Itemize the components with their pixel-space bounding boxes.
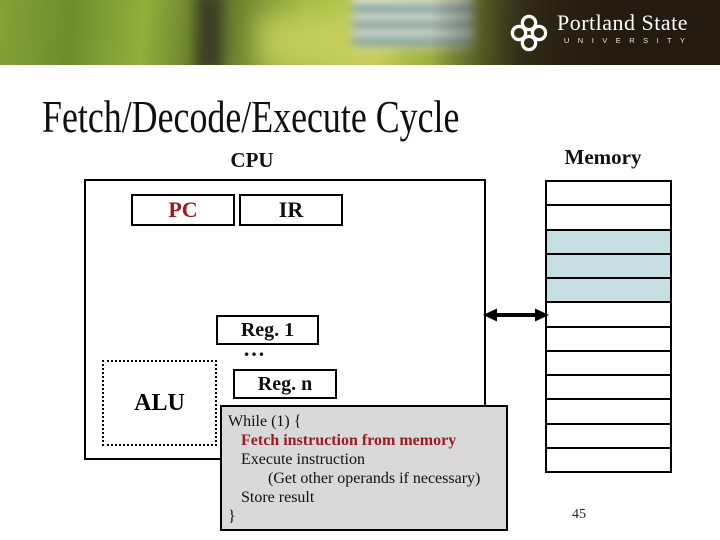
code-line: (Get other operands if necessary): [268, 470, 481, 487]
logo-text: Portland State U N I V E R S I T Y: [557, 10, 689, 46]
code-line-emphasized: Fetch instruction from memory: [241, 432, 457, 449]
pc-register-box: PC: [131, 194, 235, 226]
memory-cell: [547, 376, 670, 401]
code-line: Execute instruction: [241, 451, 365, 468]
memory-cell: [547, 328, 670, 352]
memory-cell: [547, 182, 670, 207]
memory-cell-highlighted: [547, 254, 670, 279]
memory-label: Memory: [564, 145, 642, 169]
header-banner: Portland State U N I V E R S I T Y: [0, 0, 720, 65]
memory-box: [545, 180, 672, 473]
logo-subtitle: U N I V E R S I T Y: [563, 36, 689, 45]
memory-cell: [547, 425, 670, 449]
page-number: 45: [572, 507, 586, 522]
memory-cell-highlighted: [547, 230, 670, 255]
code-line: }: [228, 508, 236, 525]
memory-cell: [547, 303, 670, 328]
alu-box: ALU: [102, 360, 217, 446]
memory-cell: [547, 400, 670, 425]
tree-trunk-blur: [196, 0, 222, 65]
slide-title: Fetch/Decode/Execute Cycle: [42, 91, 460, 142]
memory-cell: [547, 206, 670, 231]
cpu-label: CPU: [230, 148, 274, 172]
register-ellipsis: …: [243, 336, 265, 361]
code-box: While (1) { Fetch instruction from memory…: [220, 405, 508, 531]
psu-logo: Portland State U N I V E R S I T Y: [510, 11, 688, 52]
memory-cell-highlighted: [547, 279, 670, 304]
logo-title: Portland State: [557, 10, 689, 35]
code-line: While (1) {: [228, 413, 302, 430]
ir-register-box: IR: [239, 194, 343, 226]
memory-cell: [547, 352, 670, 376]
code-line: Store result: [241, 489, 315, 506]
memory-cell: [547, 449, 670, 471]
cpu-memory-arrow-icon: [483, 308, 549, 322]
psu-knot-icon: [510, 14, 548, 52]
reg1-box: Reg. 1: [216, 315, 319, 345]
logo-dark-panel: [430, 0, 720, 65]
regn-box: Reg. n: [233, 369, 337, 399]
